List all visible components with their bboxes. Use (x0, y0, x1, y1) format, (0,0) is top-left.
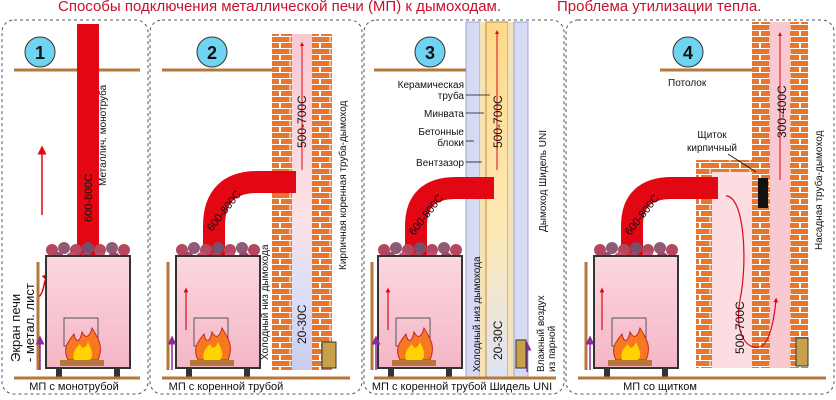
label-blocks-2: блоки (437, 137, 464, 149)
damper (758, 178, 768, 208)
chimney-flue (770, 22, 790, 368)
chimney-label: Дымоход Шидель UNI (538, 130, 549, 232)
chimney-bottom-temp: 20-30С (295, 304, 309, 344)
screen-label-line2: - метал. лист (22, 283, 37, 362)
chimney-brick-right (790, 22, 808, 368)
chimney-label: Кирпичная коренная труба-дымоход (337, 100, 349, 270)
pipe-temp-label: 600-800С (83, 174, 95, 222)
cleanout-door (321, 341, 337, 369)
stove (45, 255, 131, 379)
shield-label-line1: Щиток (697, 130, 727, 141)
chimney-bottom-temp: 20-30С (491, 320, 505, 360)
panel-number-badge (196, 36, 228, 68)
chimney-top-temp: 500-700С (491, 95, 505, 148)
panel-4: Потолок 4 300-400С Насадная труба-дымохо… (578, 22, 826, 393)
label-ventgap: Вентзазор (416, 158, 464, 169)
cold-bottom-label: Холодный низ дымохода (472, 256, 483, 372)
screen-label-line1: Экран печи (8, 294, 23, 362)
header-title-left: Способы подключения металлической печи (… (58, 0, 502, 15)
panel-number: 3 (425, 43, 435, 63)
cleanout-door (795, 337, 809, 367)
stove (175, 255, 261, 379)
panel-number: 2 (207, 43, 217, 63)
shield-top (696, 160, 770, 172)
shield-brick-wall (696, 172, 712, 368)
chimney-top-temp: 500-700С (295, 95, 309, 148)
label-minvata: Минвата (424, 109, 464, 120)
cold-bottom-label: Холодный низ дымохода (260, 244, 271, 360)
label-blocks-1: Бетонные (418, 127, 464, 138)
panel-4-frame (565, 19, 835, 395)
gas-path-arrow (725, 195, 779, 348)
shield-label-line2: кирпичный (687, 143, 737, 154)
chimney-label: Насадная труба-дымоход (813, 130, 825, 250)
connector-pipe (405, 177, 494, 258)
connector-pipe (621, 177, 718, 258)
brick-wall-right (312, 34, 332, 370)
mineral-wool-right (508, 22, 514, 378)
humid-air-line1: Влажный воздух (536, 295, 547, 372)
brick-wall-left (272, 34, 292, 370)
panel-number: 4 (683, 43, 693, 63)
humid-air-line2: из парной (547, 326, 558, 372)
shield-temp: 500-700С (733, 301, 747, 354)
connector-pipe (203, 171, 296, 258)
concrete-block-right (513, 21, 529, 379)
shield-cavity (712, 172, 752, 368)
panel-caption: МП со щитком (623, 381, 697, 393)
label-ceramic-1: Керамическая (398, 80, 464, 91)
pipe-name-label: Металлич. монотруба (97, 84, 109, 186)
panel-caption: МП с коренной трубой (169, 381, 284, 393)
ceiling-label: Потолок (668, 78, 707, 89)
stove (593, 255, 679, 379)
cleanout-door (515, 339, 527, 369)
panel-2: 2 500-700С 20-30С Кирпичная коренная тру… (162, 34, 350, 393)
panel-1: 1 600-800С Металлич. монотруба Экран печ… (8, 24, 140, 393)
panel-number: 1 (35, 43, 45, 63)
chimney-flue (292, 34, 312, 370)
panel-number-badge (414, 36, 446, 68)
mineral-wool-left (480, 22, 486, 378)
panel-3: 3 500-700С 20-30С Дымоход Шидель UNI Хол… (370, 21, 558, 393)
header-title-right: Проблема утилизации тепла. (557, 0, 762, 15)
chimney-temp: 300-400С (775, 85, 789, 138)
panel-caption: МП с коренной трубой Шидель UNI (372, 381, 552, 393)
stove (377, 255, 463, 379)
panel-number-badge (672, 36, 704, 68)
panel-caption: МП с монотрубой (29, 381, 119, 393)
leader-shield (727, 153, 757, 173)
mono-pipe (77, 24, 99, 256)
label-ceramic-2: труба (438, 90, 465, 102)
panel-number-badge (24, 36, 56, 68)
panel-1-frame (1, 19, 149, 395)
